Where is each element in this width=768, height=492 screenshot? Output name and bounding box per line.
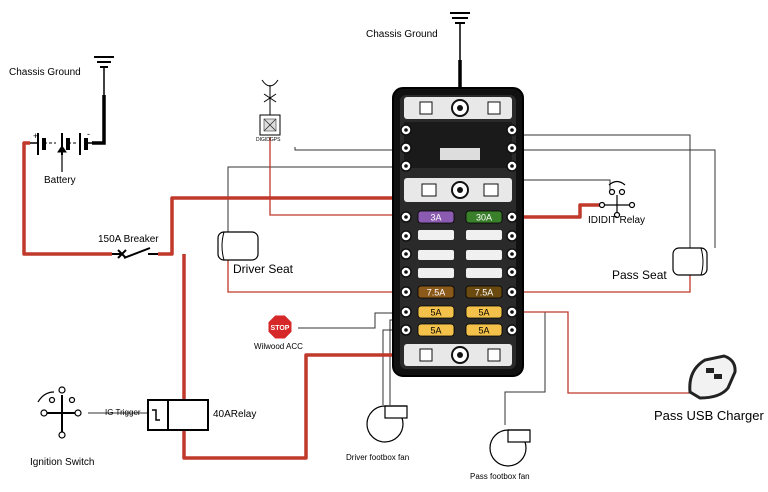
fuse-label-right-2: 5A [478, 308, 489, 318]
terminal-screw-right-2 [510, 164, 514, 168]
relay-40a-label: 40ARelay [213, 409, 257, 420]
terminal-screw-right-4 [510, 234, 514, 238]
terminal-screw-right-3 [510, 215, 514, 219]
pass-seat-label: Pass Seat [612, 268, 667, 282]
pass-footbox-fan-label: Pass footbox fan [470, 472, 530, 481]
fuse-label-left-0: 3A [430, 213, 441, 223]
terminal-screw-left-2 [404, 164, 408, 168]
fuse-left-3: 5A [417, 323, 455, 337]
wire-ididit-coil [520, 179, 611, 190]
chassis-ground-left-label: Chassis Ground [9, 67, 81, 78]
fuse-label-right-1: 7.5A [475, 288, 494, 298]
fuse-block [392, 87, 524, 377]
ididit-relay-symbol [598, 180, 636, 219]
terminal-screw-left-1 [404, 146, 408, 150]
fuse-right-1: 7.5A [465, 285, 503, 299]
fuse-left-1: 7.5A [417, 285, 455, 299]
ignition-switch-symbol [37, 386, 82, 439]
pass-seat-icon [672, 247, 708, 276]
fuse-left-2: 5A [417, 305, 455, 319]
chassis-ground-left-symbol [92, 56, 114, 145]
breaker-symbol [112, 247, 158, 259]
terminal-screw-right-0 [510, 128, 514, 132]
battery-positive-label: + [33, 131, 39, 141]
fuse-left-0: 3A [417, 210, 455, 224]
ig-trigger-label: IG Trigger [105, 408, 141, 417]
terminal-screw-left-9 [404, 328, 408, 332]
chassis-ground-top-symbol [450, 12, 470, 90]
fuse-label-left-3: 5A [430, 326, 441, 336]
stop-sign-icon: STOP [267, 314, 293, 340]
ididit-relay-label: IDIDIT Relay [588, 215, 646, 226]
fuse-right-0: 30A [465, 210, 503, 224]
fuse-block-terminals [400, 124, 518, 336]
wire-relay-to-block [182, 353, 462, 460]
driver-footbox-fan-label: Driver footbox fan [346, 453, 410, 462]
pass-usb-charger-label: Pass USB Charger [654, 408, 764, 423]
battery-label: Battery [44, 175, 76, 186]
chassis-ground-top-label: Chassis Ground [366, 29, 438, 40]
terminal-screw-left-0 [404, 128, 408, 132]
wire-gps-3a [269, 137, 400, 216]
battery-symbol [30, 133, 92, 172]
pass-footbox-fan-icon [489, 429, 531, 467]
driver-seat-icon [217, 231, 259, 261]
terminal-screw-left-7 [404, 290, 408, 294]
fuse-layer: 3A 30A 7.5A 7.5A 5A 5A 5A 5A [417, 210, 503, 337]
breaker-label: 150A Breaker [98, 234, 159, 245]
wire-driver-seat-7-5a [227, 260, 400, 293]
battery-negative-label: - [87, 129, 90, 139]
terminal-screw-right-6 [510, 270, 514, 274]
wire-pass-seat-7-5a [512, 275, 691, 293]
fuse-label-right-3: 5A [478, 326, 489, 336]
wire-top-right [520, 134, 691, 248]
terminal-screw-right-5 [510, 252, 514, 256]
terminal-screw-right-7 [510, 290, 514, 294]
ignition-switch-label: Ignition Switch [30, 457, 95, 468]
wire-driver-seat-top [227, 166, 400, 232]
terminal-screw-left-4 [404, 234, 408, 238]
wire-usb-charger [512, 311, 696, 394]
relay-40a-symbol [147, 399, 209, 431]
fuse-label-left-1: 7.5A [427, 288, 446, 298]
terminal-screw-left-3 [404, 215, 408, 219]
fuse-label-right-0: 30A [476, 213, 492, 223]
terminal-screw-right-9 [510, 328, 514, 332]
wire-battery-positive [22, 141, 112, 256]
fuse-label-left-2: 5A [430, 308, 441, 318]
driver-footbox-fan-icon [366, 405, 408, 443]
terminal-screw-right-1 [510, 146, 514, 150]
wire-wilwood [298, 312, 400, 329]
wilwood-acc-label: Wilwood ACC [254, 342, 303, 351]
gps-module-label: DIGIDGPS [256, 137, 281, 143]
wire-30a-ididit [512, 203, 600, 219]
fuse-right-2: 5A [465, 305, 503, 319]
terminal-screw-left-5 [404, 252, 408, 256]
fuse-right-3: 5A [465, 323, 503, 337]
terminal-screw-right-8 [510, 310, 514, 314]
terminal-screw-left-6 [404, 270, 408, 274]
terminal-screw-left-8 [404, 310, 408, 314]
stop-sign-text: STOP [271, 325, 290, 332]
gps-module [259, 79, 281, 136]
usb-charger-icon [688, 354, 737, 400]
driver-seat-label: Driver Seat [233, 262, 294, 276]
